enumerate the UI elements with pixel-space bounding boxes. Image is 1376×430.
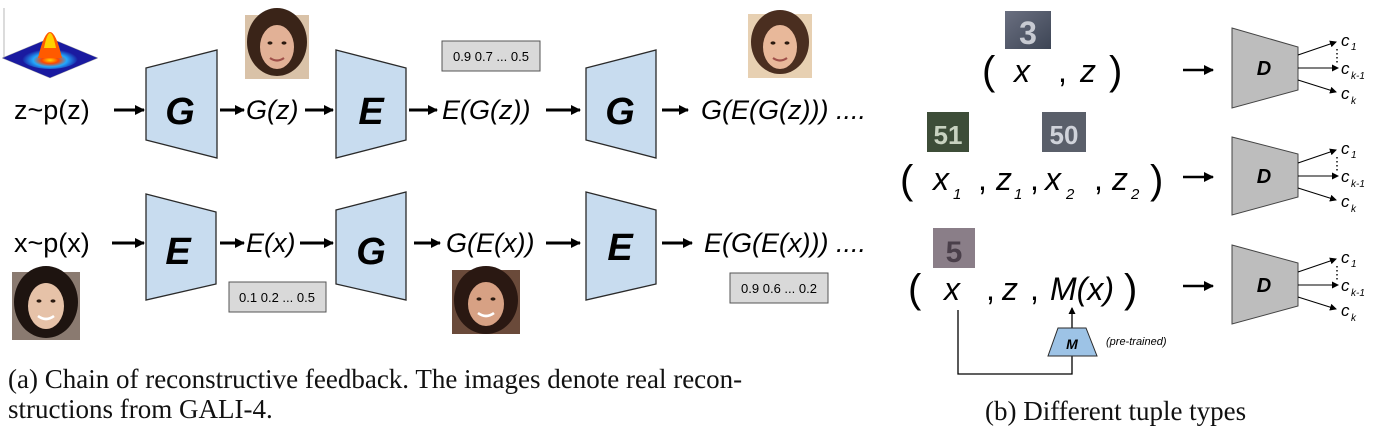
svg-text:c: c <box>1341 59 1350 78</box>
close-paren: ) <box>1124 267 1137 311</box>
tuple-z2-sub: 2 <box>1130 186 1140 203</box>
tuple-x1: x <box>931 161 950 197</box>
svg-text:k: k <box>1351 204 1357 215</box>
generator-label: G <box>605 91 635 133</box>
face-image-gex <box>452 266 520 334</box>
close-paren: ) <box>1109 49 1122 93</box>
tuple-x2-sub: 2 <box>1065 186 1075 203</box>
svg-text:3: 3 <box>1019 15 1037 51</box>
pretrained-module-label: M <box>1066 336 1078 352</box>
code-vector-values: 0.9 0.6 ... 0.2 <box>741 281 817 296</box>
code-vector-box <box>729 272 829 304</box>
svg-text:k: k <box>1351 313 1357 324</box>
tuple-z1-sub: 1 <box>1014 186 1022 203</box>
svg-text:D: D <box>1257 275 1271 297</box>
tuple-z: z <box>1001 271 1018 307</box>
svg-text:k-1: k-1 <box>1351 179 1365 190</box>
encoder-label: E <box>358 91 385 133</box>
close-paren: ) <box>1150 158 1163 202</box>
egex-label: E(G(E(x))) .... <box>704 228 866 258</box>
gex-label: G(E(x)) <box>446 228 534 258</box>
svg-text:1: 1 <box>1351 259 1357 270</box>
tuple-z2: z <box>1111 161 1128 197</box>
face-image-gz <box>245 8 309 79</box>
svg-text:D: D <box>1257 58 1271 80</box>
caption-a-line2: structions from GALI-4. <box>8 394 273 424</box>
pretrained-note: (pre-trained) <box>1106 336 1167 348</box>
svg-text:5: 5 <box>946 236 963 269</box>
svg-text:1: 1 <box>1351 42 1357 53</box>
feedback-path <box>957 310 1073 375</box>
svg-text:50: 50 <box>1050 120 1079 150</box>
svg-text:D: D <box>1257 166 1271 188</box>
egz-label: E(G(z)) <box>442 95 530 125</box>
generator-block <box>145 49 218 159</box>
svg-text:c: c <box>1341 139 1350 158</box>
svg-text:c: c <box>1341 167 1350 186</box>
svg-text:51: 51 <box>934 120 963 150</box>
encoder-block <box>335 49 407 159</box>
caption-b: (b) Different tuple types <box>985 396 1247 426</box>
open-paren: ( <box>900 158 914 202</box>
code-vector-box <box>228 281 327 313</box>
svg-text:k: k <box>1351 96 1357 107</box>
encoder-label: E <box>607 227 634 269</box>
tuple-x: x <box>1012 53 1031 89</box>
encoder-block <box>145 193 217 301</box>
svg-text:c: c <box>1341 248 1350 267</box>
open-paren: ( <box>982 49 996 93</box>
code-vector-values: 0.1 0.2 ... 0.5 <box>239 290 315 305</box>
discriminator-row2: D c 1 c k-1 c k <box>1231 136 1365 216</box>
svg-text:k-1: k-1 <box>1351 71 1365 82</box>
svg-text:c: c <box>1341 84 1350 103</box>
gegz-label: G(E(G(z))) .... <box>701 95 866 125</box>
svg-text:c: c <box>1341 276 1350 295</box>
generator-label: G <box>356 231 386 273</box>
tuple-z1: z <box>995 161 1012 197</box>
encoder-block <box>585 191 657 301</box>
tuple-comma: , <box>1094 161 1103 197</box>
face-image-x <box>12 266 80 340</box>
tuple-comma: , <box>1058 53 1067 89</box>
tuple-comma: , <box>1030 161 1039 197</box>
svg-text:k-1: k-1 <box>1351 288 1365 299</box>
digit-image-51: 51 <box>927 112 969 152</box>
svg-text:c: c <box>1341 31 1350 50</box>
input-x-label: x~p(x) <box>14 228 90 258</box>
discriminator-row1: D c 1 c k-1 c k <box>1231 27 1365 109</box>
generator-block <box>585 49 657 159</box>
face-image-gezgz <box>748 10 812 78</box>
discriminator-row3: D c 1 c k-1 c k <box>1231 244 1365 325</box>
tuple-comma: , <box>1030 271 1039 307</box>
tuple-x1-sub: 1 <box>953 186 961 203</box>
digit-image-3: 3 <box>1005 11 1051 51</box>
tuple-mx: M(x) <box>1050 271 1114 307</box>
input-z-label: z~p(z) <box>14 95 90 125</box>
pretrained-module-block <box>1047 327 1098 357</box>
svg-text:c: c <box>1341 301 1350 320</box>
ex-label: E(x) <box>246 228 296 258</box>
gz-label: G(z) <box>246 95 298 125</box>
gaussian-plot-thumbnail <box>1 4 99 79</box>
tuple-z: z <box>1079 53 1096 89</box>
generator-block <box>335 191 407 301</box>
encoder-label: E <box>165 231 192 273</box>
generator-label: G <box>165 91 195 133</box>
tuple-comma: , <box>986 271 995 307</box>
tuple-x: x <box>942 271 961 307</box>
digit-image-50: 50 <box>1042 112 1086 152</box>
tuple-x2: x <box>1043 161 1062 197</box>
tuple-comma: , <box>978 161 987 197</box>
code-vector-box <box>441 40 541 72</box>
digit-image-5: 5 <box>933 228 975 269</box>
open-paren: ( <box>908 267 922 311</box>
code-vector-values: 0.9 0.7 ... 0.5 <box>453 49 529 64</box>
svg-text:c: c <box>1341 192 1350 211</box>
svg-text:1: 1 <box>1351 150 1357 161</box>
caption-a-line1: (a) Chain of reconstructive feedback. Th… <box>8 364 743 394</box>
